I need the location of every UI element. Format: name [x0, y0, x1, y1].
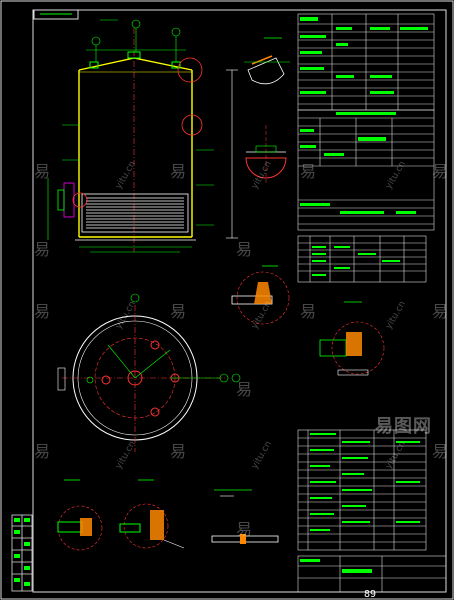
watermark-brand-logo: 易图网: [375, 416, 432, 437]
nozzle-table-text: [312, 246, 400, 276]
left-revision-block: [11, 514, 33, 592]
tank-elevation-view: [47, 19, 238, 253]
title-block: [297, 555, 447, 593]
detail-weld-right: [319, 301, 385, 376]
design-table-text: [300, 17, 428, 94]
parts-list-text: [310, 433, 420, 531]
design-data-table: [297, 13, 435, 111]
sheet-inner-border: [32, 9, 447, 593]
tank-plan-view: [57, 293, 241, 452]
top-left-label-box: [33, 9, 79, 20]
inspection-table-text: [300, 112, 416, 214]
inspection-table: [297, 109, 435, 231]
left-block-marks: [14, 518, 30, 586]
nozzle-table: [297, 235, 427, 283]
title-block-text: [300, 559, 372, 573]
detail-weld-top: [231, 265, 290, 325]
detail-bottom-2: [119, 479, 185, 549]
detail-bottom-plate: [211, 489, 279, 544]
detail-roof-flange: [244, 37, 290, 85]
detail-bottom-1: [57, 479, 103, 551]
page-number: 89: [363, 589, 376, 600]
detail-half-section: [245, 125, 287, 185]
parts-list-table: [297, 429, 427, 551]
